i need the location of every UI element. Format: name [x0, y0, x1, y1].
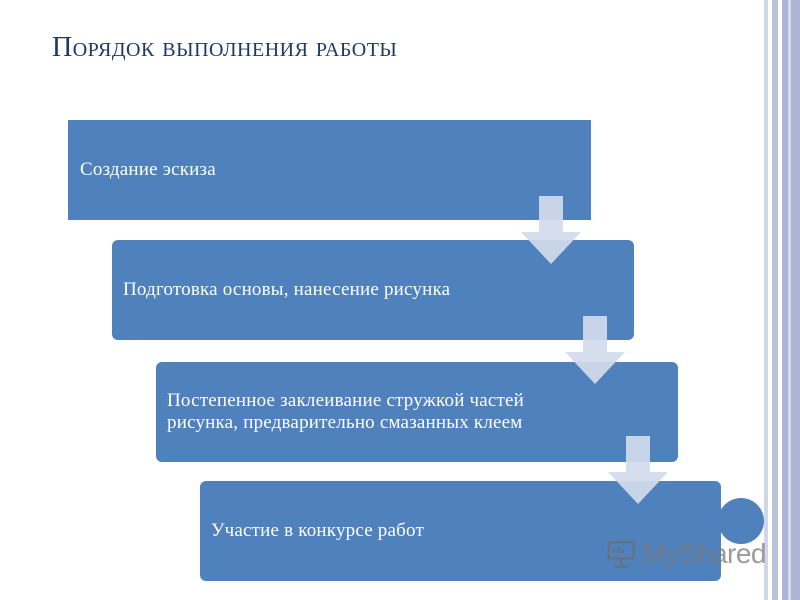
process-step-3: Постепенное заклеивание стружкой частей …	[156, 362, 678, 462]
decor-circle	[718, 498, 764, 544]
process-step-1: Создание эскиза	[68, 120, 591, 220]
decor-stripe	[764, 0, 768, 600]
slide-title: Порядок выполнения работы	[52, 32, 398, 63]
down-arrow-icon	[521, 196, 581, 264]
process-step-label: Участие в конкурсе работ	[211, 520, 424, 541]
decor-stripe	[782, 0, 800, 600]
down-arrow-icon	[608, 436, 668, 504]
decor-stripe	[788, 0, 791, 600]
down-arrow-icon	[565, 316, 625, 384]
process-step-label: Подготовка основы, нанесение рисунка	[123, 279, 451, 300]
watermark-brand: MyShared	[642, 538, 766, 569]
watermark-logo: MyShared	[606, 536, 766, 572]
process-step-label: Постепенное заклеивание стружкой частей …	[167, 390, 525, 433]
decor-stripe	[772, 0, 778, 600]
process-step-label: Создание эскиза	[80, 159, 216, 180]
presentation-board-icon	[607, 541, 635, 568]
